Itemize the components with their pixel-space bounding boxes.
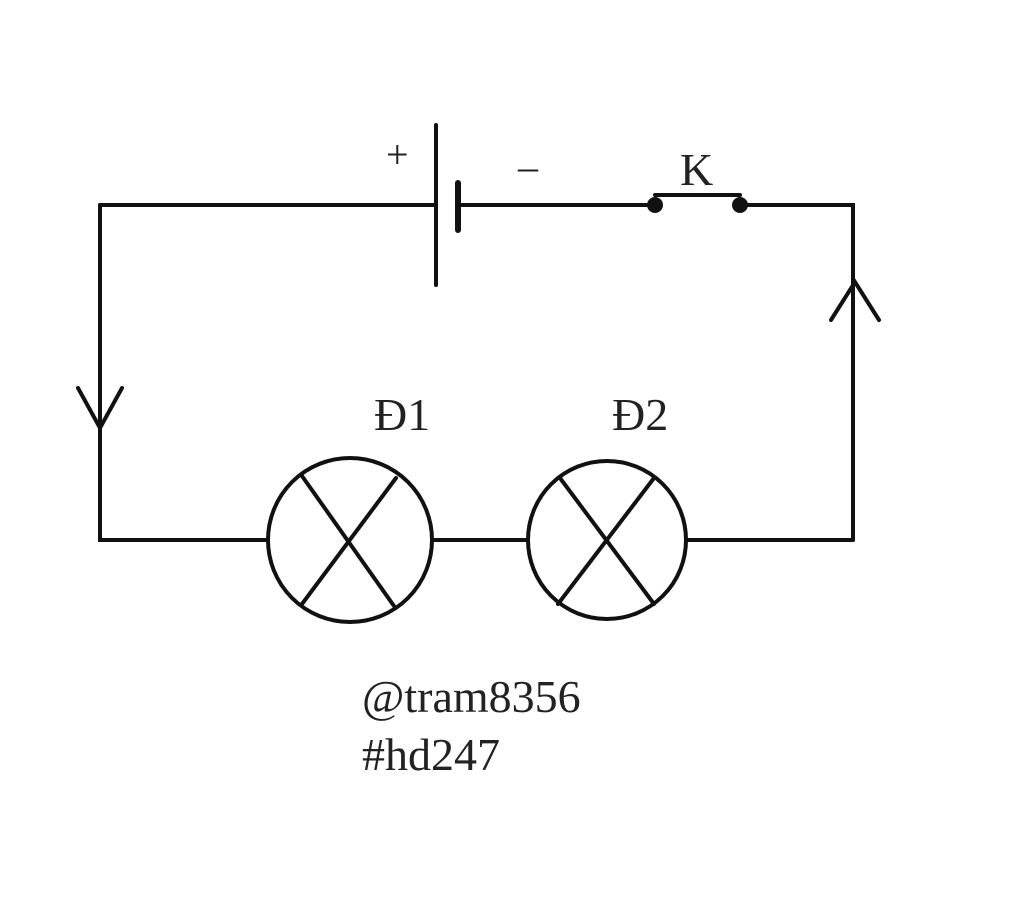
watermark-tag: #hd247 (362, 729, 500, 780)
switch-label: K (680, 144, 713, 195)
switch-terminal-left (647, 197, 663, 213)
plus-label: + (386, 132, 409, 177)
minus-label: – (517, 144, 539, 189)
lamp1-label: Đ1 (374, 389, 430, 440)
wire-top-right (738, 203, 855, 542)
watermark-user: @tram8356 (362, 671, 581, 722)
switch-terminal-right (732, 197, 748, 213)
lamp2-label: Đ2 (612, 389, 668, 440)
lamp-d1 (266, 456, 434, 624)
wire-left (98, 203, 270, 542)
lamp-d2 (526, 459, 688, 621)
arrow-down-icon (76, 386, 124, 433)
arrow-up-icon (829, 278, 881, 322)
